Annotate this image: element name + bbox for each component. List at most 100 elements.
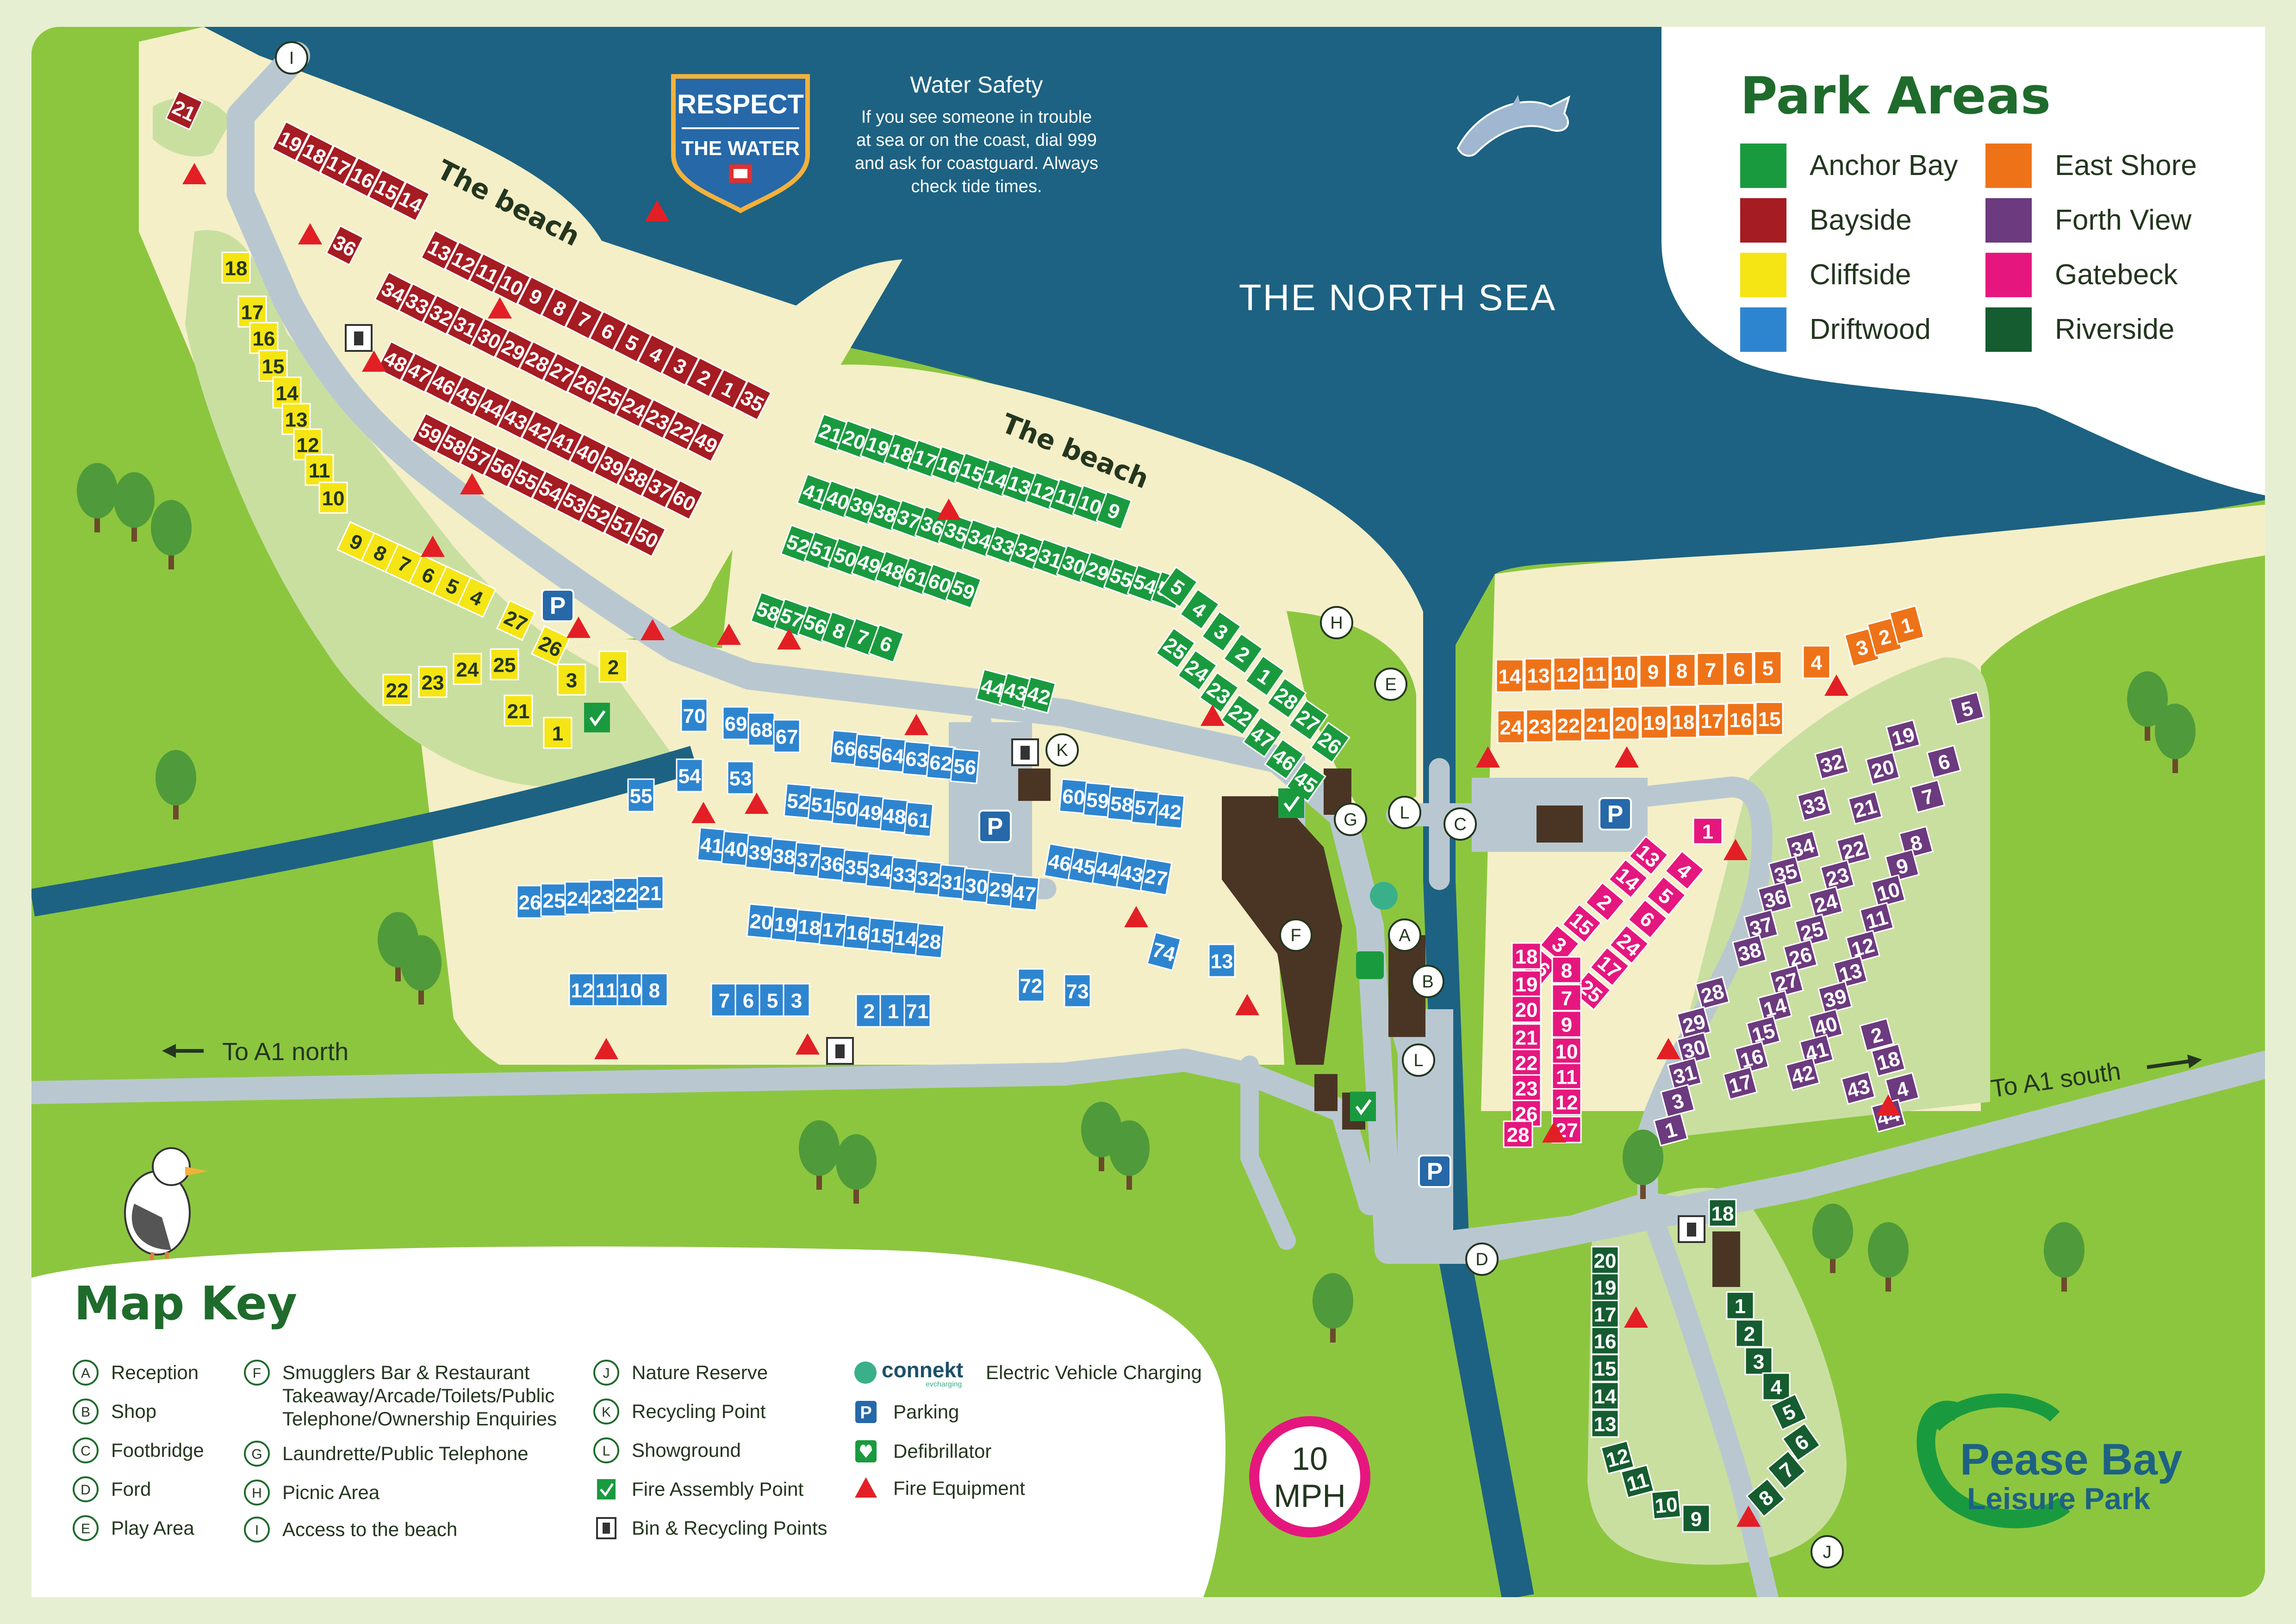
pitch-forth-view[interactable]: 16 — [1734, 1041, 1770, 1075]
pitch-driftwood[interactable]: 13 — [1208, 943, 1236, 978]
pitch-riverside[interactable]: 20 — [1591, 1246, 1619, 1274]
pitch-bayside[interactable]: 24 — [615, 387, 653, 428]
pitch-bayside[interactable]: 26 — [566, 363, 605, 405]
pitch-driftwood[interactable]: 55 — [627, 778, 655, 812]
pitch-forth-view[interactable]: 25 — [1794, 913, 1830, 948]
pitch-forth-view[interactable]: 33 — [1796, 787, 1832, 822]
pitch-driftwood[interactable]: 64 — [877, 737, 908, 773]
pitch-driftwood[interactable]: 63 — [902, 741, 932, 777]
pitch-riverside[interactable]: 2 — [1735, 1319, 1764, 1348]
pitch-riverside[interactable]: 3 — [1744, 1347, 1773, 1375]
pitch-bayside[interactable]: 56 — [483, 447, 522, 488]
pitch-forth-view[interactable]: 19 — [1885, 719, 1921, 753]
pitch-cliffside[interactable]: 18 — [221, 251, 251, 284]
pitch-driftwood[interactable]: 6 — [734, 983, 762, 1017]
pitch-forth-view[interactable]: 38 — [1731, 934, 1767, 968]
pitch-riverside[interactable]: 9 — [1682, 1504, 1711, 1533]
pitch-cliffside[interactable]: 1 — [543, 717, 572, 749]
pitch-driftwood[interactable]: 42 — [1155, 793, 1185, 829]
parking-icon[interactable] — [541, 589, 574, 622]
pitch-east-shore[interactable]: 21 — [1583, 707, 1612, 741]
pitch-driftwood[interactable]: 47 — [1009, 875, 1040, 911]
facility-marker-d[interactable] — [1465, 1243, 1499, 1276]
pitch-bayside[interactable]: 7 — [565, 299, 604, 340]
pitch-driftwood[interactable]: 19 — [770, 906, 801, 942]
pitch-driftwood[interactable]: 25 — [540, 883, 568, 917]
pitch-east-shore[interactable]: 5 — [1754, 650, 1782, 685]
pitch-gatebeck[interactable]: 4 — [1664, 850, 1705, 891]
pitch-forth-view[interactable]: 18 — [1870, 1043, 1906, 1077]
pitch-driftwood[interactable]: 38 — [769, 838, 799, 874]
pitch-cliffside[interactable]: 22 — [382, 674, 412, 706]
pitch-bayside[interactable]: 5 — [613, 322, 652, 363]
pitch-riverside[interactable]: 4 — [1762, 1372, 1791, 1401]
pitch-bayside[interactable]: 28 — [518, 340, 557, 382]
pitch-forth-view[interactable]: 14 — [1757, 990, 1793, 1024]
pitch-east-shore[interactable]: 18 — [1669, 704, 1698, 738]
facility-marker-g[interactable] — [1334, 803, 1367, 836]
pitch-gatebeck[interactable]: 10 — [1551, 1037, 1582, 1065]
pitch-bayside[interactable]: 48 — [376, 340, 415, 382]
pitch-east-shore[interactable]: 19 — [1640, 705, 1669, 739]
pitch-forth-view[interactable]: 22 — [1836, 832, 1872, 867]
pitch-cliffside[interactable]: 21 — [504, 694, 533, 727]
pitch-bayside[interactable]: 37 — [641, 468, 680, 509]
pitch-driftwood[interactable]: 62 — [926, 744, 956, 781]
pitch-gatebeck[interactable]: 20 — [1511, 995, 1542, 1023]
pitch-driftwood[interactable]: 60 — [1058, 778, 1089, 814]
pitch-cliffside[interactable]: 3 — [557, 663, 586, 696]
pitch-forth-view[interactable]: 21 — [1847, 791, 1883, 825]
pitch-gatebeck[interactable]: 23 — [1511, 1074, 1542, 1102]
pitch-driftwood[interactable]: 41 — [697, 827, 727, 863]
pitch-anchor-bay[interactable]: 3 — [1201, 610, 1242, 653]
pitch-forth-view[interactable]: 27 — [1768, 964, 1804, 999]
pitch-driftwood[interactable]: 50 — [831, 790, 862, 826]
pitch-bayside[interactable]: 1 — [709, 368, 748, 410]
pitch-riverside[interactable]: 17 — [1591, 1299, 1619, 1328]
pitch-forth-view[interactable]: 24 — [1808, 886, 1844, 920]
pitch-anchor-bay[interactable]: 1 — [1244, 655, 1285, 697]
pitch-riverside[interactable]: 12 — [1600, 1440, 1635, 1475]
pitch-driftwood[interactable]: 68 — [747, 712, 775, 746]
pitch-cliffside[interactable]: 15 — [258, 350, 288, 382]
pitch-east-shore[interactable]: 10 — [1610, 655, 1639, 689]
pitch-bayside[interactable]: 54 — [531, 470, 570, 512]
pitch-gatebeck[interactable]: 8 — [1551, 956, 1582, 984]
pitch-driftwood[interactable]: 48 — [879, 798, 910, 834]
pitch-bayside[interactable]: 46 — [424, 363, 463, 405]
pitch-bayside[interactable]: 21 — [165, 90, 204, 131]
pitch-east-shore[interactable]: 9 — [1639, 654, 1668, 688]
pitch-bayside[interactable]: 31 — [446, 306, 485, 347]
pitch-east-shore[interactable]: 23 — [1525, 709, 1554, 743]
facility-marker-c[interactable] — [1444, 807, 1477, 841]
pitch-anchor-bay[interactable]: 55 — [1103, 557, 1140, 597]
pitch-bayside[interactable]: 4 — [637, 333, 676, 375]
pitch-driftwood[interactable]: 71 — [903, 993, 931, 1028]
pitch-gatebeck[interactable]: 28 — [1503, 1120, 1533, 1148]
pitch-east-shore[interactable]: 13 — [1524, 658, 1553, 692]
pitch-riverside[interactable]: 8 — [1746, 1478, 1786, 1518]
pitch-driftwood[interactable]: 67 — [773, 719, 801, 753]
pitch-anchor-bay[interactable]: 2 — [1223, 632, 1263, 675]
pitch-bayside[interactable]: 11 — [468, 252, 507, 294]
pitch-riverside[interactable]: 14 — [1591, 1381, 1619, 1410]
pitch-east-shore[interactable]: 22 — [1554, 708, 1583, 742]
pitch-forth-view[interactable]: 3 — [1660, 1084, 1696, 1118]
pitch-forth-view[interactable]: 7 — [1910, 779, 1946, 813]
pitch-east-shore[interactable]: 24 — [1497, 710, 1525, 744]
pitch-east-shore[interactable]: 11 — [1581, 656, 1610, 690]
pitch-bayside[interactable]: 17 — [319, 144, 358, 186]
pitch-bayside[interactable]: 2 — [685, 356, 724, 398]
pitch-gatebeck[interactable]: 12 — [1551, 1088, 1582, 1116]
pitch-forth-view[interactable]: 40 — [1808, 1008, 1844, 1043]
pitch-driftwood[interactable]: 3 — [783, 983, 810, 1017]
pitch-anchor-bay[interactable]: 31 — [1032, 538, 1069, 578]
pitch-anchor-bay[interactable]: 9 — [1095, 491, 1132, 531]
pitch-driftwood[interactable]: 73 — [1064, 974, 1091, 1008]
pitch-cliffside[interactable]: 27 — [496, 600, 536, 641]
pitch-forth-view[interactable]: 30 — [1676, 1031, 1712, 1066]
pitch-forth-view[interactable]: 15 — [1745, 1015, 1781, 1049]
pitch-cliffside[interactable]: 11 — [305, 454, 334, 486]
pitch-riverside[interactable]: 15 — [1591, 1354, 1619, 1382]
pitch-riverside[interactable]: 18 — [1708, 1199, 1737, 1227]
